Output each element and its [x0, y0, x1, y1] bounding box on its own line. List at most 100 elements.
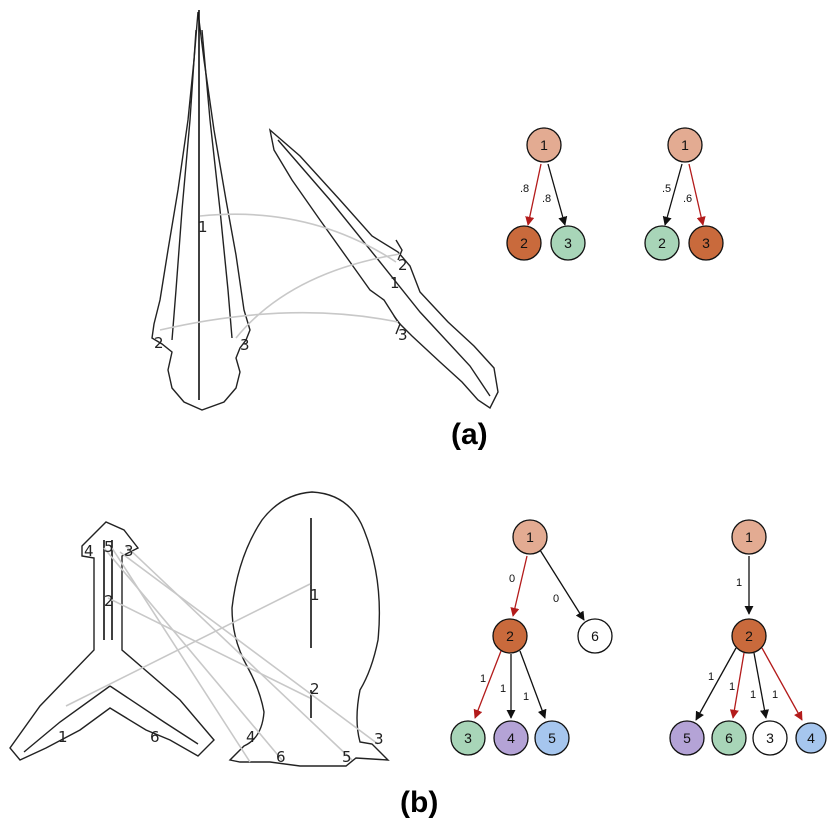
tree-node — [492, 618, 528, 654]
panel-a-match-2 — [159, 311, 399, 331]
tree-node — [711, 720, 747, 756]
tree-node — [669, 720, 705, 756]
panel-b-tree-right: 1 1 1 1 1 1 2 5 6 3 4 — [669, 519, 827, 756]
panel-a-shape2-spur — [393, 239, 403, 335]
panel-a-shape2-label-1: 1 — [390, 274, 400, 292]
panel-b-shape1-label-2: 2 — [104, 592, 114, 610]
caption-a: (a) — [451, 418, 488, 451]
tree-node — [667, 127, 703, 163]
tree-edge — [510, 555, 528, 617]
edge-weight: .8 — [542, 193, 551, 205]
edge-weight: 1 — [708, 671, 714, 683]
tree-node — [534, 720, 570, 756]
panel-a-tree-left: .8 .8 1 2 3 — [506, 127, 586, 261]
tree-node-label: 3 — [702, 235, 710, 251]
edge-weight: .6 — [683, 193, 692, 205]
tree-node — [731, 618, 767, 654]
edge-weight: 0 — [553, 593, 559, 605]
tree-node-label: 3 — [464, 730, 472, 746]
tree-edge — [473, 650, 502, 719]
tree-node — [731, 519, 767, 555]
panel-b-shape2-label-4: 4 — [246, 728, 256, 746]
tree-node-label: 2 — [658, 235, 666, 251]
panel-a-shape1-inner — [171, 29, 233, 341]
tree-node-label: 6 — [591, 628, 599, 644]
tree-node — [795, 722, 827, 754]
panel-a-match-3 — [235, 253, 401, 339]
tree-node — [752, 720, 788, 756]
panel-a-shape1-label-1: 1 — [198, 218, 208, 236]
tree-node-label: 5 — [683, 730, 691, 746]
tree-node — [550, 225, 586, 261]
panel-b-shape1-label-3: 3 — [124, 542, 134, 560]
tree-node — [506, 225, 542, 261]
panel-b-matches — [65, 545, 379, 763]
tree-node — [493, 720, 529, 756]
panel-b-shape1-label-6: 6 — [150, 728, 160, 746]
tree-edge — [688, 163, 706, 226]
panel-a-shape1-label-3: 3 — [240, 336, 250, 354]
edge-weight: 1 — [480, 673, 486, 685]
panel-b-match — [111, 547, 251, 763]
tree-edge — [519, 650, 547, 719]
panel-b-shape2-label-3: 3 — [374, 730, 384, 748]
edge-weight: .8 — [520, 183, 529, 195]
tree-node-label: 1 — [540, 137, 548, 153]
tree-edge — [729, 652, 745, 719]
tree-edge — [753, 652, 769, 719]
tree-edge — [539, 549, 585, 621]
tree-edge — [547, 163, 568, 226]
panel-a: 1 2 3 2 1 3 .8 .8 1 2 3 .5 .6 1 2 — [151, 10, 724, 411]
panel-a-shape2-outline — [268, 128, 499, 410]
edge-weight: .5 — [662, 183, 671, 195]
panel-a-tree-right: .5 .6 1 2 3 — [644, 127, 724, 261]
tree-node-label: 5 — [548, 730, 556, 746]
panel-b-shape2-outline — [228, 491, 390, 767]
edge-weight: 1 — [523, 691, 529, 703]
panel-b-shape1-outline — [9, 521, 215, 761]
panel-b-match — [107, 597, 311, 699]
edge-weight: 1 — [729, 681, 735, 693]
tree-node-label: 2 — [506, 628, 514, 644]
edge-weight: 1 — [500, 683, 506, 695]
tree-node-label: 3 — [564, 235, 572, 251]
tree-node — [450, 720, 486, 756]
edge-weight: 1 — [750, 689, 756, 701]
tree-node — [688, 225, 724, 261]
tree-node-label: 4 — [507, 730, 515, 746]
panel-b-shape2-label-2: 2 — [310, 680, 320, 698]
panel-b-match — [125, 545, 353, 761]
tree-node-label: 1 — [745, 529, 753, 545]
panel-b-shape2-label-1: 1 — [310, 586, 320, 604]
panel-a-shape2-label-2: 2 — [398, 256, 408, 274]
tree-node — [577, 618, 613, 654]
panel-a-shape2-inner — [277, 139, 491, 397]
panel-b-shape2-label-6: 6 — [276, 748, 286, 766]
panel-b-shape1-label-5: 5 — [104, 538, 114, 556]
tree-edge — [695, 647, 737, 721]
caption-b: (b) — [400, 786, 439, 819]
edge-weight: 1 — [736, 577, 742, 589]
panel-b-match — [65, 583, 311, 707]
tree-node — [512, 519, 548, 555]
tree-node-label: 3 — [766, 730, 774, 746]
tree-node — [526, 127, 562, 163]
tree-node — [644, 225, 680, 261]
panel-b-shape1-inner — [23, 685, 199, 753]
tree-edge — [761, 647, 803, 721]
edge-weight: 0 — [509, 573, 515, 585]
panel-b-shape2-label-5: 5 — [342, 748, 352, 766]
tree-node-label: 1 — [681, 137, 689, 153]
tree-node-label: 4 — [807, 730, 815, 746]
tree-node-label: 6 — [725, 730, 733, 746]
panel-a-shape1-outline — [151, 11, 251, 411]
tree-edge — [662, 163, 683, 226]
edge-weight: 1 — [772, 689, 778, 701]
panel-a-shape1-label-2: 2 — [154, 334, 164, 352]
panel-b-shape1-label-4: 4 — [84, 542, 94, 560]
panel-a-shape2-label-3: 3 — [398, 326, 408, 344]
panel-b-shape1-label-1: 1 — [58, 728, 68, 746]
tree-node-label: 2 — [520, 235, 528, 251]
panel-b-tree-left: 0 0 1 1 1 1 2 6 3 4 5 — [450, 519, 613, 756]
